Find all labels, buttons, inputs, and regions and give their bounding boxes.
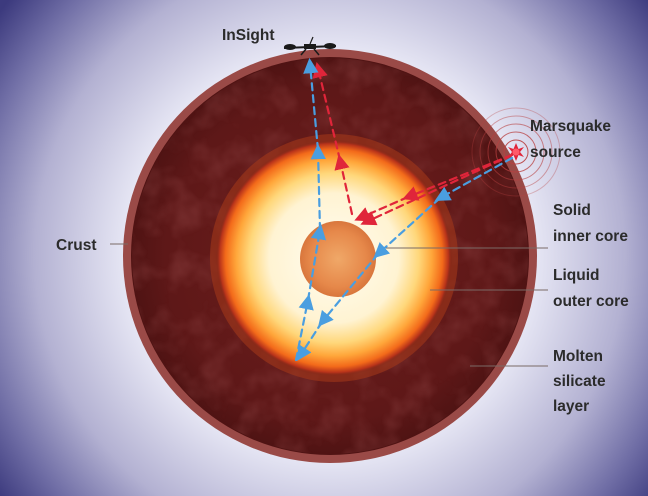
- s-wave-path: [310, 143, 326, 232]
- silicate-label-line2: silicate: [553, 373, 606, 390]
- p-wave-path: [360, 153, 514, 226]
- leader-lines: [110, 243, 548, 367]
- p-wave-path: [402, 153, 514, 201]
- quake-ripple: [495, 131, 537, 173]
- s-wave-path: [303, 57, 320, 152]
- quake-ripple: [471, 107, 561, 197]
- outer-core-label-line1: Liquid: [553, 267, 600, 284]
- seismic-paths: [294, 57, 514, 362]
- quake-ripple: [487, 123, 545, 181]
- silicate-label-line3: layer: [553, 398, 589, 415]
- s-wave-path: [296, 320, 324, 362]
- s-wave-path: [434, 156, 514, 201]
- insight-label: InSight: [222, 27, 275, 44]
- crust-label: Crust: [56, 237, 96, 254]
- marsquake-label-line1: Marsquake: [530, 118, 611, 135]
- quake-ripples: [471, 107, 561, 197]
- inner-core-label-line1: Solid: [553, 202, 591, 219]
- s-wave-path: [318, 252, 380, 327]
- insight-lander-icon: [283, 36, 337, 56]
- outer-core-label-line2: outer core: [553, 293, 629, 310]
- s-wave-path: [306, 223, 327, 302]
- silicate-label-line1: Molten: [553, 348, 603, 365]
- quake-ripple: [479, 115, 553, 189]
- inner-core-label-line2: inner core: [553, 228, 628, 245]
- p-wave-path: [334, 153, 354, 216]
- s-wave-path: [373, 196, 442, 259]
- quake-ripple: [503, 139, 529, 165]
- p-wave-path: [354, 195, 410, 222]
- marsquake-label-line2: source: [530, 144, 581, 161]
- s-wave-path: [294, 293, 314, 362]
- quake-burst-icon: [508, 143, 524, 161]
- p-wave-path: [312, 62, 342, 162]
